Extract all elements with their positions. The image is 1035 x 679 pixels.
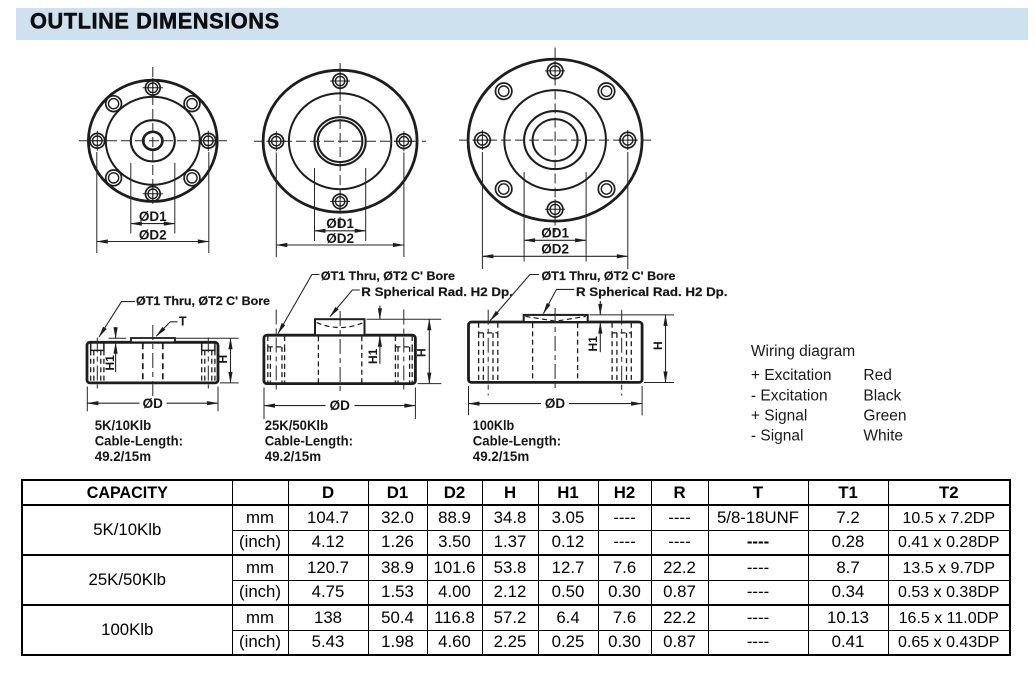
svg-text:ØT1 Thru, ØT2 C' Bore: ØT1 Thru, ØT2 C' Bore — [136, 294, 270, 308]
svg-text:49.2/15m: 49.2/15m — [473, 449, 529, 464]
svg-text:H1: H1 — [103, 355, 117, 371]
svg-text:49.2/15m: 49.2/15m — [95, 449, 151, 464]
svg-text:ØD: ØD — [143, 396, 164, 411]
svg-text:Black: Black — [863, 387, 901, 404]
svg-text:H1: H1 — [586, 336, 600, 352]
svg-text:H1: H1 — [366, 348, 380, 364]
svg-text:White: White — [863, 428, 903, 445]
svg-text:ØD2: ØD2 — [541, 242, 569, 257]
svg-text:+ Signal: + Signal — [751, 408, 807, 425]
svg-text:ØD1: ØD1 — [326, 216, 354, 231]
svg-text:ØT1 Thru, ØT2 C' Bore: ØT1 Thru, ØT2 C' Bore — [542, 269, 676, 283]
svg-text:+ Excitation: + Excitation — [751, 367, 832, 384]
svg-text:49.2/15m: 49.2/15m — [265, 449, 321, 464]
svg-text:- Signal: - Signal — [751, 428, 804, 445]
svg-text:Cable-Length:: Cable-Length: — [95, 434, 183, 449]
svg-text:Green: Green — [863, 408, 906, 425]
svg-text:100Klb: 100Klb — [473, 418, 514, 433]
svg-text:ØT1 Thru, ØT2 C' Bore: ØT1 Thru, ØT2 C' Bore — [321, 269, 455, 283]
svg-text:ØD1: ØD1 — [541, 226, 569, 241]
svg-text:H: H — [415, 348, 429, 357]
svg-text:ØD1: ØD1 — [139, 209, 167, 224]
svg-text:R Spherical Rad. H2 Dp.: R Spherical Rad. H2 Dp. — [576, 285, 728, 299]
svg-text:ØD2: ØD2 — [326, 231, 354, 246]
svg-text:- Excitation: - Excitation — [751, 387, 828, 404]
svg-text:H: H — [651, 341, 665, 350]
svg-text:25K/50Klb: 25K/50Klb — [265, 418, 328, 433]
svg-text:Wiring diagram: Wiring diagram — [751, 343, 855, 360]
svg-text:Red: Red — [863, 367, 891, 384]
svg-text:ØD2: ØD2 — [139, 227, 167, 242]
svg-text:ØD: ØD — [545, 396, 566, 411]
svg-text:OUTLINE DIMENSIONS: OUTLINE DIMENSIONS — [30, 8, 280, 33]
svg-text:R Spherical Rad. H2 Dp.: R Spherical Rad. H2 Dp. — [361, 285, 513, 299]
svg-text:Cable-Length:: Cable-Length: — [473, 434, 561, 449]
svg-text:ØD: ØD — [330, 398, 351, 413]
svg-text:5K/10Klb: 5K/10Klb — [95, 418, 152, 433]
svg-text:T: T — [179, 314, 187, 328]
svg-text:H: H — [216, 355, 230, 364]
svg-text:Cable-Length:: Cable-Length: — [265, 434, 353, 449]
